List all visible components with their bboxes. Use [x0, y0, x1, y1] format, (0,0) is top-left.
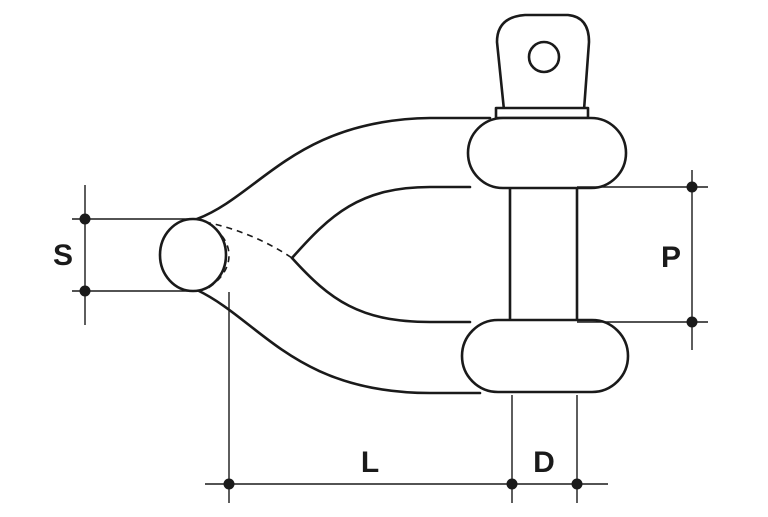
twist-hidden-line-top	[204, 221, 293, 259]
upper-ear	[466, 116, 628, 190]
s-marker-top	[79, 213, 91, 225]
l-label: L	[361, 446, 379, 479]
s-marker-bottom	[79, 285, 91, 297]
pin-collar	[494, 106, 590, 120]
p-label: P	[661, 241, 681, 274]
d-marker-right	[571, 478, 583, 490]
p-marker-bottom	[686, 316, 698, 328]
body-outer-top	[195, 116, 492, 221]
body-inner-top	[290, 185, 472, 260]
lower-ear	[460, 318, 630, 394]
d-label: D	[533, 446, 555, 479]
body-inner-bottom	[290, 256, 472, 324]
bow-end-section	[158, 217, 228, 293]
l-marker-right	[506, 478, 518, 490]
p-marker-top	[686, 181, 698, 193]
pin-eye-hole	[527, 40, 561, 74]
body-outer-bottom	[195, 288, 482, 395]
s-label: S	[53, 239, 73, 272]
pin-shaft	[508, 176, 579, 332]
l-marker-left	[223, 478, 235, 490]
